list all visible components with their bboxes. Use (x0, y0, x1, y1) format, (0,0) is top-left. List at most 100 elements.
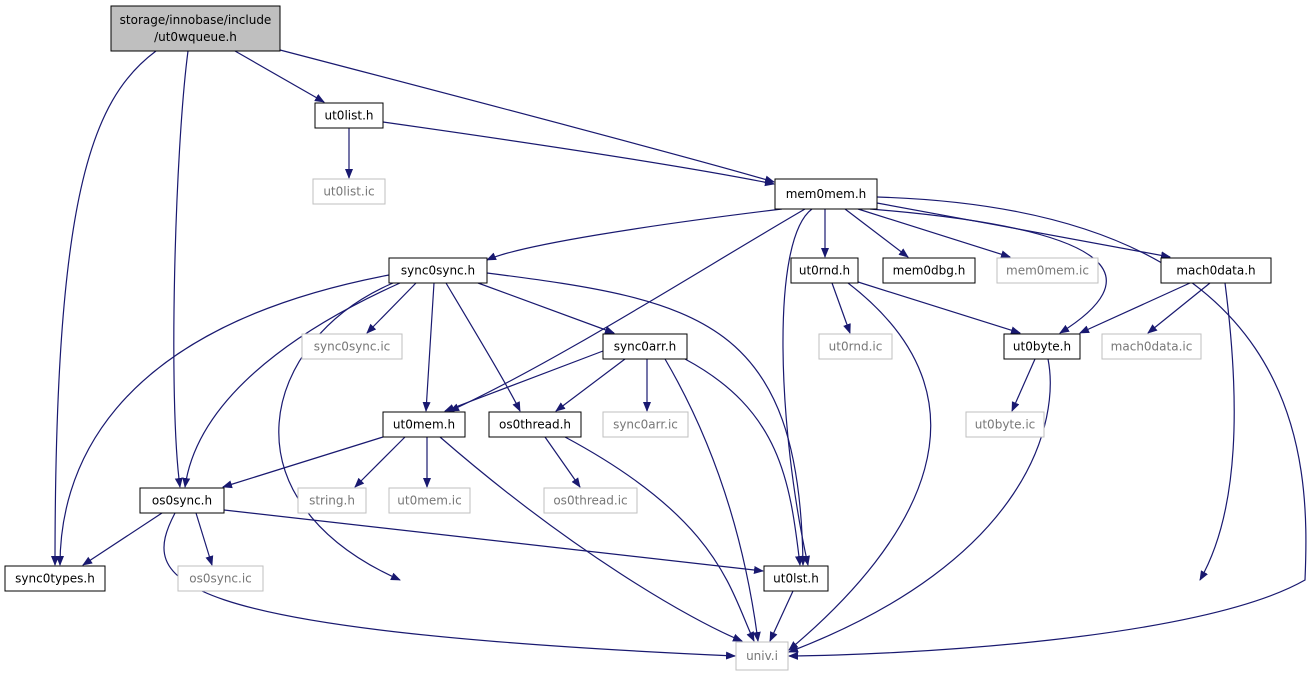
node-label: mach0data.h (1176, 264, 1255, 278)
node-label: ut0list.h (325, 109, 374, 123)
node-label: ut0byte.h (1013, 340, 1071, 354)
edge-mem0mem-h-to-mem0dbg-h (844, 208, 909, 258)
edge-sync0sync-h-to-sync0sync-ic (366, 282, 417, 334)
node-box (602, 333, 688, 360)
node-box (965, 411, 1045, 438)
edge-mach0data-h-to-mach0data-ic (1147, 282, 1211, 334)
edge-sync0arr-h-to-ut0mem-h (444, 350, 604, 412)
node-ut0byte-ic[interactable]: ut0byte.ic (965, 411, 1045, 438)
node-label: ut0rnd.h (799, 264, 850, 278)
node-label: sync0arr.h (614, 340, 677, 354)
node-ut0mem-ic[interactable]: ut0mem.ic (388, 487, 471, 514)
node-ut0lst-h[interactable]: ut0lst.h (763, 565, 829, 592)
node-ut0list-ic[interactable]: ut0list.ic (312, 178, 386, 205)
node-mem0mem-h[interactable]: mem0mem.h (774, 178, 878, 210)
node-sync0types-h[interactable]: sync0types.h (4, 565, 106, 592)
node-box (735, 641, 789, 671)
edge-os0sync-h-to-sync0types-h (82, 512, 163, 566)
node-label: string.h (309, 494, 355, 508)
edge-mach0data-h-to-univ-i (1199, 282, 1235, 581)
node-sync0arr-ic[interactable]: sync0arr.ic (602, 411, 689, 438)
edge-ut0rnd-h-to-ut0byte-h (857, 281, 1021, 335)
node-sync0sync-h[interactable]: sync0sync.h (388, 257, 488, 284)
nodes-layer: storage/innobase/include/ut0wqueue.h ut0l… (4, 5, 1272, 671)
edge-sync0arr-h-to-os0thread-h (555, 358, 626, 412)
node-ut0mem-h[interactable]: ut0mem.h (382, 411, 466, 438)
node-box (790, 257, 859, 284)
node-label: mach0data.ic (1111, 340, 1193, 354)
edge-sync0arr-h-to-ut0lst-h (684, 358, 803, 566)
node-box (4, 565, 106, 592)
node-label: os0sync.ic (189, 572, 252, 586)
edge-mem0mem-h-to-univ-i (788, 196, 1307, 660)
node-box (488, 411, 582, 438)
node-label: ut0mem.h (393, 418, 455, 432)
node-label: univ.i (746, 649, 778, 663)
node-label: sync0sync.h (401, 264, 475, 278)
edge-sync0sync-h-to-univ-i (278, 282, 401, 581)
node-root[interactable]: storage/innobase/include/ut0wqueue.h (110, 5, 281, 52)
node-os0sync-h[interactable]: os0sync.h (139, 487, 225, 514)
edge-ut0mem-h-to-os0sync-h (222, 436, 384, 489)
node-ut0rnd-h[interactable]: ut0rnd.h (790, 257, 859, 284)
node-box (996, 257, 1099, 284)
edge-os0thread-h-to-os0thread-ic (544, 436, 581, 488)
edge-sync0sync-h-to-os0sync-h (182, 282, 401, 488)
node-ut0rnd-ic[interactable]: ut0rnd.ic (818, 333, 893, 360)
node-ut0byte-h[interactable]: ut0byte.h (1003, 333, 1081, 360)
node-box (543, 487, 638, 514)
edge-ut0rnd-h-to-univ-i (788, 282, 932, 651)
node-label: mem0mem.ic (1006, 264, 1089, 278)
node-box (110, 5, 281, 52)
node-string-h[interactable]: string.h (297, 487, 367, 514)
node-mach0data-ic[interactable]: mach0data.ic (1101, 333, 1202, 360)
node-box (1003, 333, 1081, 360)
node-mem0mem-ic[interactable]: mem0mem.ic (996, 257, 1099, 284)
node-box (301, 333, 403, 360)
node-label: os0sync.h (152, 494, 212, 508)
edge-root-to-sync0types-h (51, 50, 157, 566)
node-ut0list-h[interactable]: ut0list.h (314, 102, 384, 129)
node-box (602, 411, 689, 438)
edge-mem0mem-h-to-mem0mem-ic (857, 208, 1011, 259)
edge-sync0sync-h-to-sync0arr-h (477, 282, 615, 334)
node-mem0dbg-h[interactable]: mem0dbg.h (882, 257, 976, 284)
node-box (177, 565, 264, 592)
node-label: storage/innobase/include (120, 13, 272, 27)
edge-ut0byte-h-to-ut0byte-ic (1011, 358, 1036, 412)
node-univ-i[interactable]: univ.i (735, 641, 789, 671)
node-box (139, 487, 225, 514)
node-box (882, 257, 976, 284)
node-os0sync-ic[interactable]: os0sync.ic (177, 565, 264, 592)
edge-ut0mem-h-to-string-h (354, 436, 406, 488)
node-os0thread-ic[interactable]: os0thread.ic (543, 487, 638, 514)
edge-sync0sync-h-to-sync0types-h (56, 274, 390, 566)
edge-os0thread-h-to-univ-i (564, 436, 755, 642)
node-sync0arr-h[interactable]: sync0arr.h (602, 333, 688, 360)
node-label: ut0mem.ic (397, 494, 461, 508)
node-label: sync0sync.ic (314, 340, 391, 354)
node-os0thread-h[interactable]: os0thread.h (488, 411, 582, 438)
node-box (382, 411, 466, 438)
node-label: mem0dbg.h (893, 264, 966, 278)
node-label: /ut0wqueue.h (154, 30, 237, 44)
node-box (312, 178, 386, 205)
node-box (1160, 257, 1272, 284)
node-mach0data-h[interactable]: mach0data.h (1160, 257, 1272, 284)
node-label: mem0mem.h (786, 187, 867, 201)
node-box (388, 487, 471, 514)
node-label: os0thread.ic (553, 494, 627, 508)
node-box (1101, 333, 1202, 360)
edge-ut0lst-h-to-univ-i (769, 590, 794, 642)
edge-ut0mem-h-to-univ-i (439, 436, 743, 642)
node-box (297, 487, 367, 514)
node-box (763, 565, 829, 592)
node-label: os0thread.h (499, 418, 571, 432)
edge-ut0rnd-h-to-ut0rnd-ic (831, 282, 851, 334)
edge-mem0mem-h-to-ut0mem-h (449, 208, 806, 412)
edge-ut0list-h-to-mem0mem-h (382, 121, 775, 187)
node-box (388, 257, 488, 284)
node-label: sync0arr.ic (613, 418, 678, 432)
node-sync0sync-ic[interactable]: sync0sync.ic (301, 333, 403, 360)
edge-sync0sync-h-to-ut0mem-h (422, 282, 435, 412)
